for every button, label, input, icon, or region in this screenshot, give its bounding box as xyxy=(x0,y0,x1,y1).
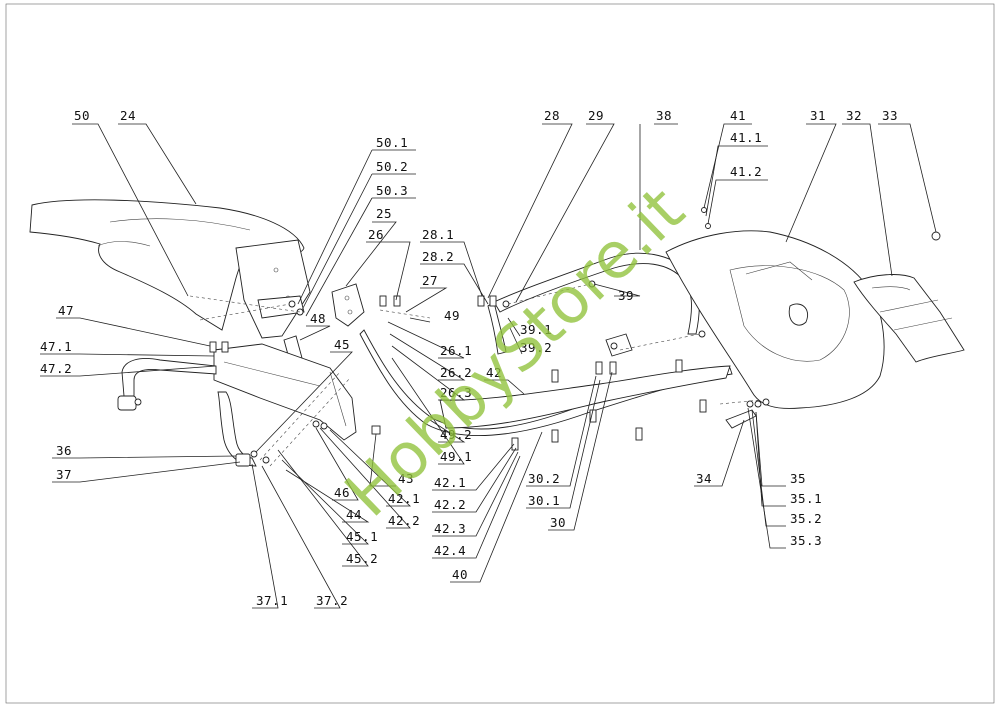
label-24: 24 xyxy=(120,108,136,123)
label-34: 34 xyxy=(696,471,712,486)
label-28-2: 28.2 xyxy=(422,249,454,264)
label-30-1: 30.1 xyxy=(528,493,560,508)
label-41-2: 41.2 xyxy=(730,164,762,179)
label-37-2: 37.2 xyxy=(316,593,348,608)
label-45-2: 45.2 xyxy=(346,551,378,566)
label-42-2: 42.2 xyxy=(434,497,466,512)
label-47: 47 xyxy=(58,303,74,318)
part-front-hood xyxy=(29,199,305,331)
label-39-2: 39.2 xyxy=(520,340,552,355)
label-47-1: 47.1 xyxy=(40,339,72,354)
label-42-1: 42.1 xyxy=(434,475,466,490)
leader-lines xyxy=(40,123,937,609)
label-42-1-left: 42.1 xyxy=(388,491,420,506)
part-bracket-25 xyxy=(331,283,365,327)
label-26-1: 26.1 xyxy=(440,343,472,358)
label-42-3: 42.3 xyxy=(434,521,466,536)
hardware-fasteners xyxy=(134,207,941,464)
part-lever xyxy=(725,409,757,429)
label-32: 32 xyxy=(846,108,862,123)
watermark-text: HobbyStore.it xyxy=(332,173,699,531)
label-35-2: 35.2 xyxy=(790,511,822,526)
label-30: 30 xyxy=(550,515,566,530)
label-43: 43 xyxy=(398,471,414,486)
label-42-4: 42.4 xyxy=(434,543,466,558)
label-28-1: 28.1 xyxy=(422,227,454,242)
label-35-1: 35.1 xyxy=(790,491,822,506)
part-rear-body xyxy=(665,230,885,409)
label-35: 35 xyxy=(790,471,806,486)
label-50-1: 50.1 xyxy=(376,135,408,150)
part-side-panel xyxy=(213,343,357,441)
part-lower-frame xyxy=(439,365,731,429)
label-36: 36 xyxy=(56,443,72,458)
label-39: 39 xyxy=(618,288,634,303)
label-25: 25 xyxy=(376,206,392,221)
label-33: 33 xyxy=(882,108,898,123)
label-50-3: 50.3 xyxy=(376,183,408,198)
label-40: 40 xyxy=(452,567,468,582)
label-49-1: 49.1 xyxy=(440,449,472,464)
label-42: 42 xyxy=(486,365,502,380)
label-42-2-left: 42.2 xyxy=(388,513,420,528)
label-50: 50 xyxy=(74,108,90,123)
label-49-2: 49.2 xyxy=(440,427,472,442)
label-47-2: 47.2 xyxy=(40,361,72,376)
label-45: 45 xyxy=(334,337,350,352)
label-26: 26 xyxy=(368,227,384,242)
label-26-2: 26.2 xyxy=(440,365,472,380)
label-30-2: 30.2 xyxy=(528,471,560,486)
label-37: 37 xyxy=(56,467,72,482)
assembly-dashed-lines xyxy=(189,283,761,467)
part-handle-bar xyxy=(487,252,700,357)
label-48: 48 xyxy=(310,311,326,326)
label-28: 28 xyxy=(544,108,560,123)
label-46: 46 xyxy=(334,485,350,500)
label-35-3: 35.3 xyxy=(790,533,822,548)
label-31: 31 xyxy=(810,108,826,123)
part-rod-49 xyxy=(359,329,733,437)
label-41-1: 41.1 xyxy=(730,130,762,145)
sheet-border xyxy=(5,3,995,704)
label-26-3: 26.3 xyxy=(440,385,472,400)
label-39-1: 39.1 xyxy=(520,322,552,337)
label-49: 49 xyxy=(444,308,460,323)
label-37-1: 37.1 xyxy=(256,593,288,608)
label-50-2: 50.2 xyxy=(376,159,408,174)
part-dash-panel xyxy=(235,239,311,339)
label-38: 38 xyxy=(656,108,672,123)
label-27: 27 xyxy=(422,273,438,288)
label-41: 41 xyxy=(730,108,746,123)
part-labels: 50 24 50.1 50.2 50.3 25 48 47 47.1 47.2 … xyxy=(40,108,898,608)
label-44: 44 xyxy=(346,507,362,522)
label-29: 29 xyxy=(588,108,604,123)
label-45-1: 45.1 xyxy=(346,529,378,544)
